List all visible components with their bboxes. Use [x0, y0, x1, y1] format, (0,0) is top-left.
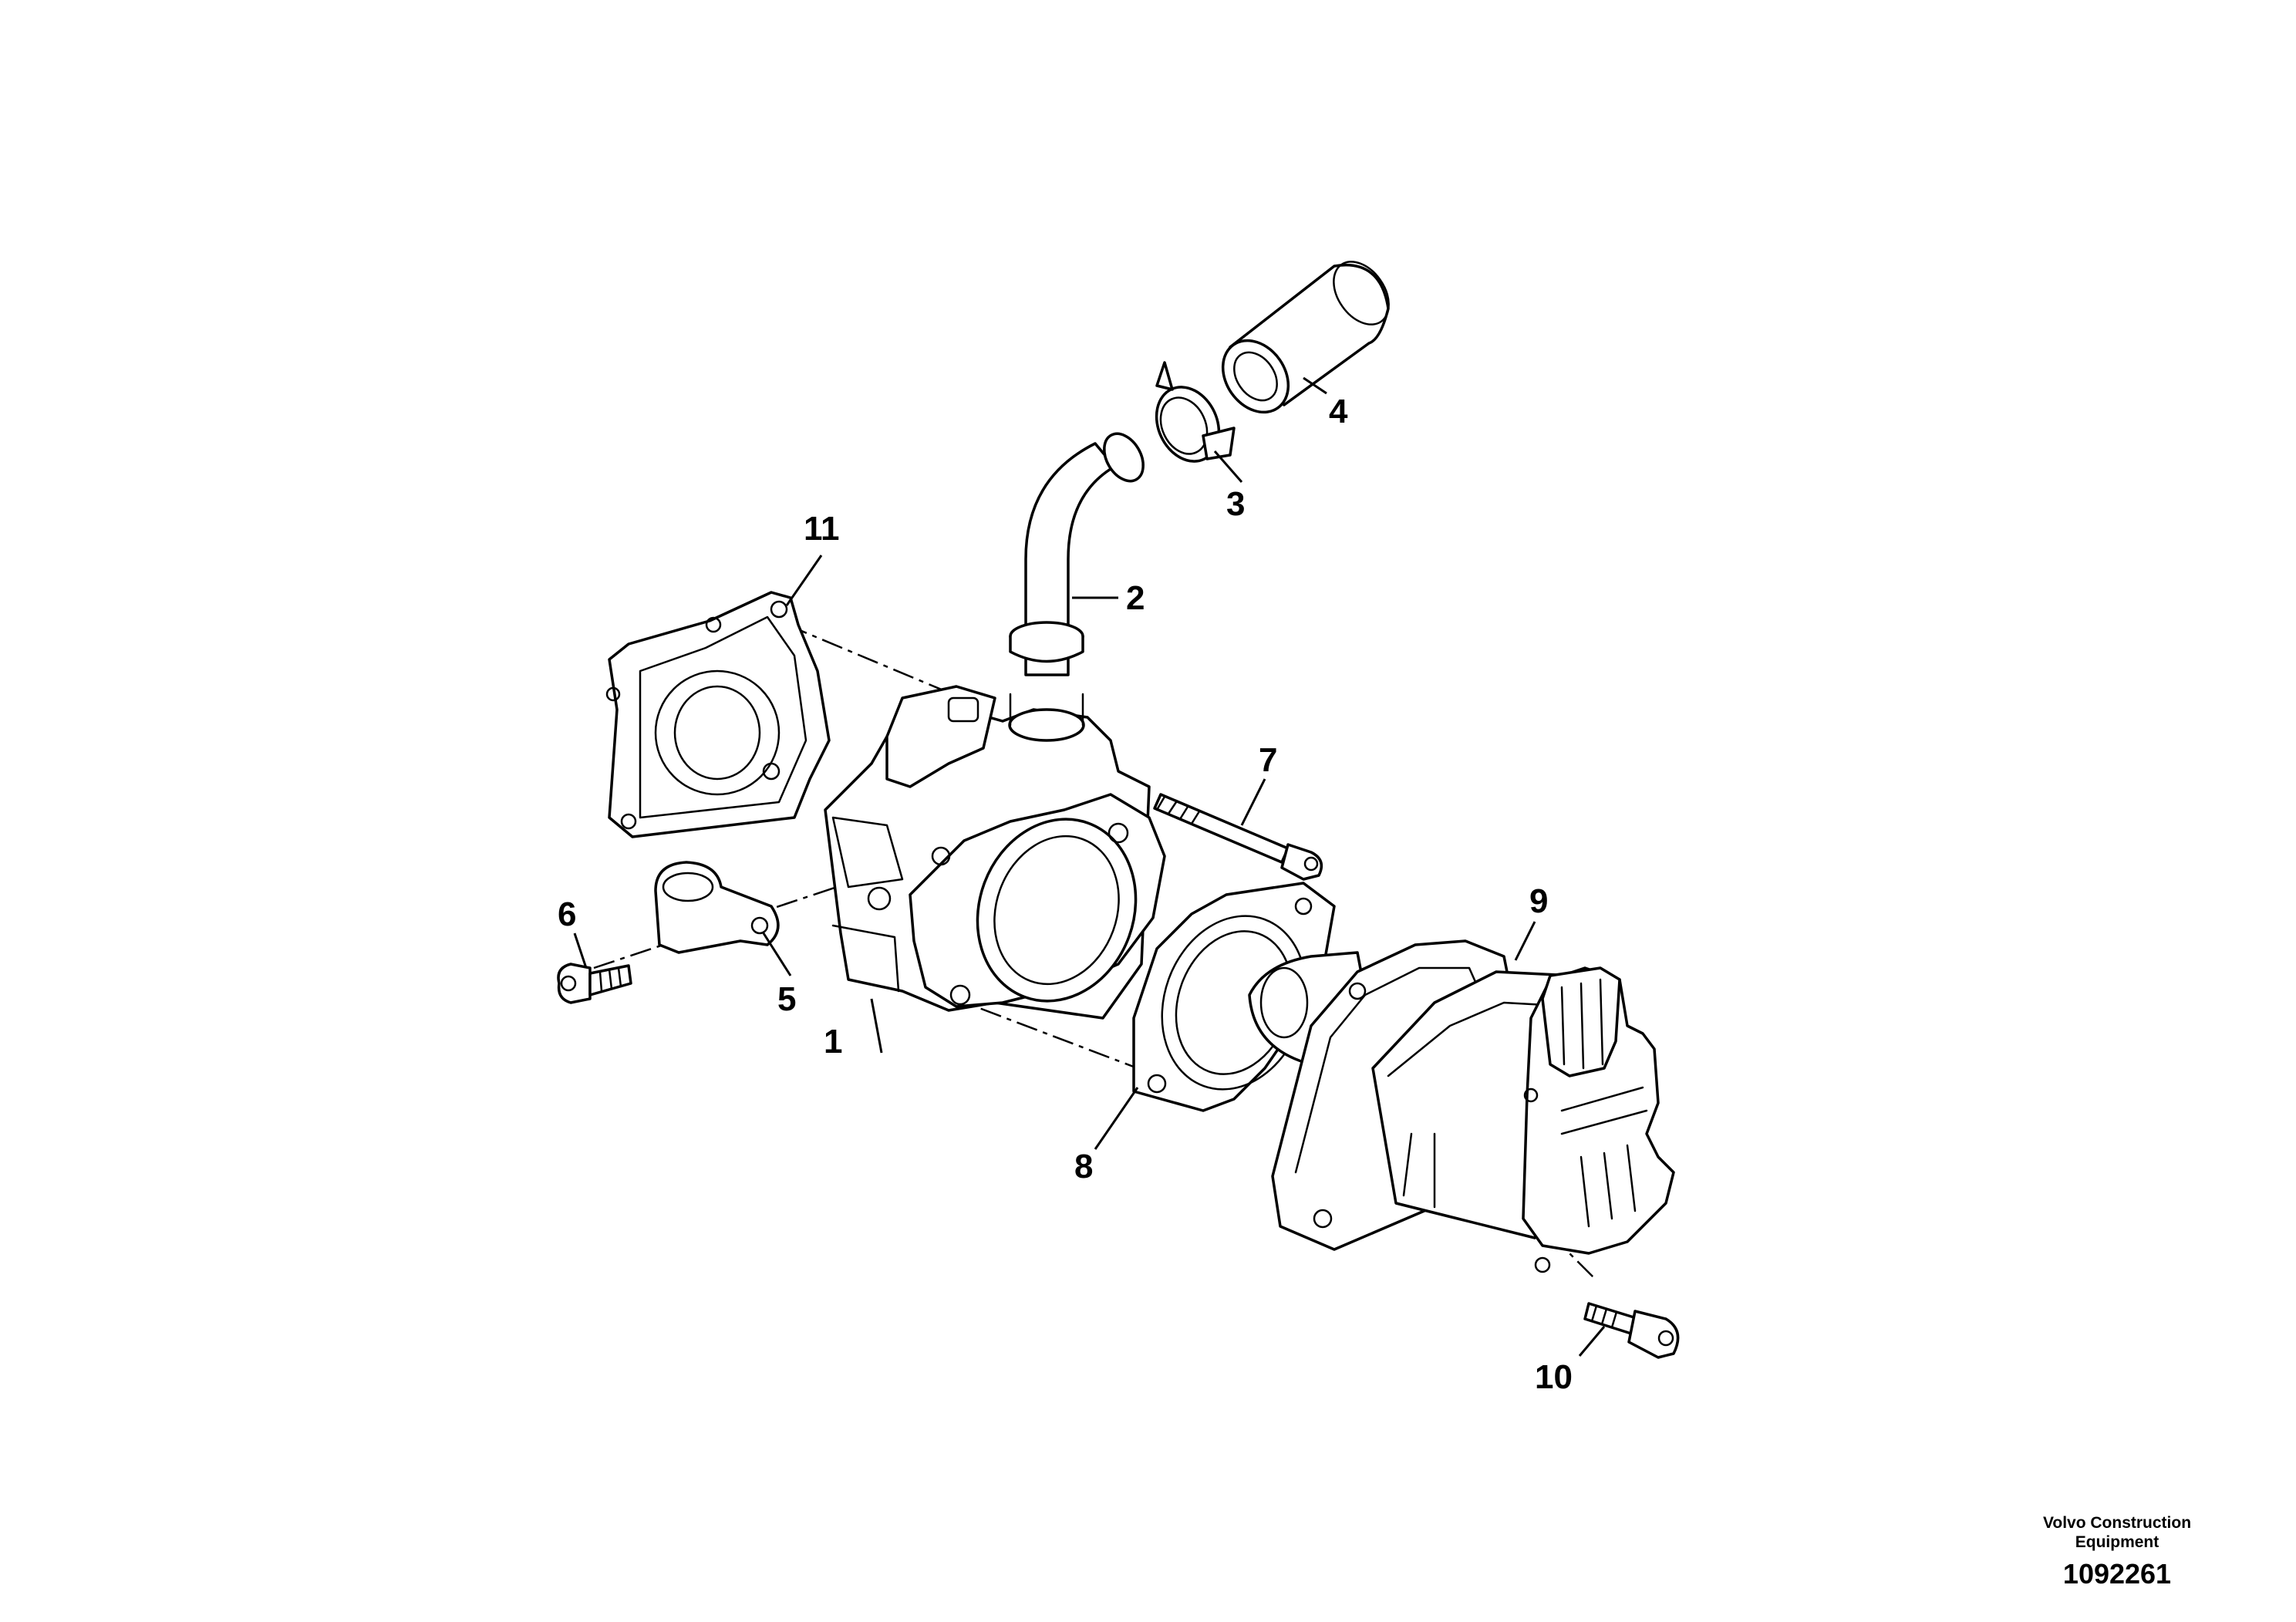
publisher-line-1: Volvo Construction: [2042, 1514, 2192, 1532]
callout-labels: 1 2 3 4 5 6 7 8 9 10 11: [558, 393, 1573, 1396]
socket-bolt: [1583, 1302, 1680, 1359]
callout-3: 3: [1226, 485, 1245, 523]
callout-9: 9: [1529, 882, 1548, 920]
callout-7: 7: [1259, 741, 1277, 779]
illustration-number: 1092261: [2062, 1558, 2172, 1590]
callout-4: 4: [1329, 393, 1348, 430]
callout-2: 2: [1126, 579, 1145, 617]
long-bolt: [1153, 793, 1323, 881]
bracket-clip: [654, 861, 780, 954]
housing-body: [824, 685, 1166, 1020]
gasket-plate: [605, 591, 831, 838]
callout-1: 1: [824, 1023, 842, 1061]
publisher-footer: Volvo Construction Equipment 1092261: [2001, 1513, 2233, 1590]
leader-lines: [573, 376, 1606, 1357]
short-bolt: [557, 963, 632, 1004]
hose-clamp: [1155, 361, 1236, 463]
publisher-line-2: Equipment: [2075, 1533, 2159, 1551]
actuator-valve: [1248, 939, 1675, 1273]
bent-pipe: [1009, 432, 1145, 676]
callout-6: 6: [558, 895, 576, 933]
hose: [1221, 261, 1390, 414]
callout-8: 8: [1074, 1148, 1093, 1185]
callout-5: 5: [777, 980, 796, 1018]
callout-11: 11: [804, 510, 840, 548]
callout-10: 10: [1535, 1358, 1573, 1396]
